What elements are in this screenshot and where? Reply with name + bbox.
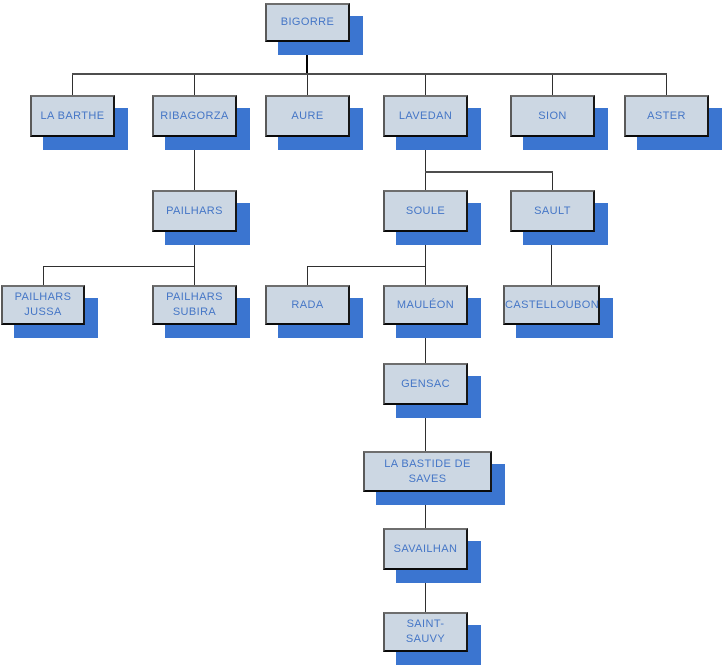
node-label: RADA <box>291 298 324 311</box>
node-label: AURE <box>291 109 324 122</box>
connector <box>425 137 426 190</box>
connector <box>552 173 553 190</box>
connector <box>194 137 195 190</box>
node-label: SAINT-SAUVY <box>405 618 446 645</box>
node-lavedan: LAVEDAN <box>383 95 468 137</box>
node-mauleon: MAULÉON <box>383 285 468 325</box>
connector <box>307 75 308 95</box>
connector <box>425 75 426 95</box>
node-aster: ASTER <box>624 95 709 137</box>
node-label: GENSAC <box>401 377 450 390</box>
node-la-bastide-de-saves: LA BASTIDE DE SAVES <box>363 451 492 492</box>
node-label: MAULÉON <box>396 298 455 311</box>
node-pailhars-subira: PAILHARS SUBIRA <box>152 285 237 325</box>
node-label: SION <box>538 109 567 122</box>
connector <box>306 42 308 75</box>
node-pailhars: PAILHARS <box>152 190 237 232</box>
connector <box>43 267 44 285</box>
connector <box>666 75 667 95</box>
node-label: CASTELLOUBON <box>505 298 600 311</box>
node-label: PAILHARS JUSSA <box>14 291 72 318</box>
connector <box>72 75 73 95</box>
node-aure: AURE <box>265 95 350 137</box>
node-bigorre: BIGORRE <box>265 3 350 42</box>
node-gensac: GENSAC <box>383 363 468 405</box>
node-la-barthe: LA BARTHE <box>30 95 115 137</box>
node-label: SAVAILHAN <box>393 542 458 555</box>
node-castelloubon: CASTELLOUBON <box>503 285 600 325</box>
connector <box>425 405 426 451</box>
node-ribagorza: RIBAGORZA <box>152 95 237 137</box>
node-label: LA BARTHE <box>40 109 105 122</box>
connector <box>425 232 426 285</box>
node-label: PAILHARS <box>166 204 223 217</box>
node-sault: SAULT <box>510 190 595 232</box>
connector <box>551 232 552 285</box>
node-sion: SION <box>510 95 595 137</box>
node-label: LA BASTIDE DE SAVES <box>384 457 471 485</box>
node-label: BIGORRE <box>280 16 335 28</box>
connector <box>43 266 195 267</box>
node-savailhan: SAVAILHAN <box>383 528 468 570</box>
connector <box>425 325 426 363</box>
connector <box>307 266 425 267</box>
node-rada: RADA <box>265 285 350 325</box>
node-label: LAVEDAN <box>398 109 453 122</box>
connector <box>425 492 426 528</box>
connector <box>552 75 553 95</box>
node-label: PAILHARS SUBIRA <box>166 291 223 318</box>
node-label: RIBAGORZA <box>160 109 229 122</box>
connector <box>194 75 195 95</box>
node-pailhars-jussa: PAILHARS JUSSA <box>1 285 85 325</box>
node-label: SAULT <box>534 204 571 217</box>
connector <box>72 73 667 75</box>
node-soule: SOULE <box>383 190 468 232</box>
node-saint-sauvy: SAINT-SAUVY <box>383 612 468 652</box>
connector <box>194 267 195 285</box>
connector <box>194 232 195 266</box>
connector <box>307 267 308 285</box>
connector <box>425 171 553 173</box>
node-label: ASTER <box>647 109 686 122</box>
connector <box>425 570 426 612</box>
node-label: SOULE <box>405 204 446 217</box>
